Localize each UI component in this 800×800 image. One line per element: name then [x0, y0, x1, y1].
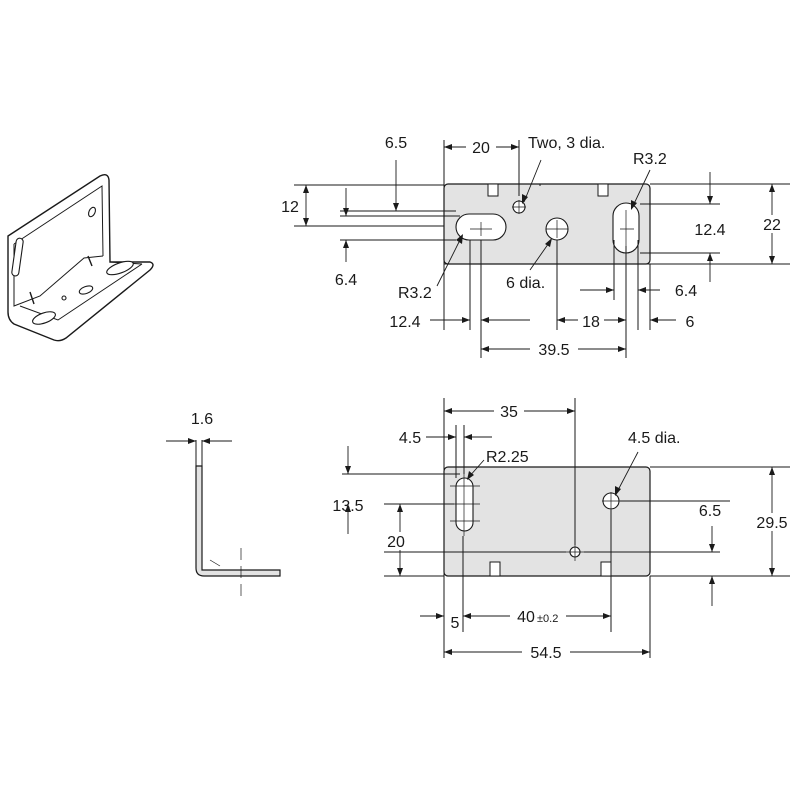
front-dim-13-5: 13.5	[332, 498, 363, 515]
top-dim-6-4-left: 6.4	[335, 272, 357, 289]
front-view: 35 4.5 R2.25 4.5 dia. 13.5 20 6.5	[332, 398, 792, 662]
front-dim-29-5: 29.5	[756, 515, 787, 532]
isometric-bracket-view	[7, 173, 154, 342]
top-dim-20: 20	[472, 140, 490, 157]
front-hole-4-5dia: 4.5 dia.	[628, 430, 680, 447]
top-radius-right: R3.2	[633, 151, 667, 168]
front-dim-6-5: 6.5	[699, 503, 721, 520]
front-dim-40: 40	[517, 609, 535, 626]
front-view-plate	[443, 466, 651, 577]
front-tolerance-40: ±0.2	[537, 613, 558, 625]
top-dim-39-5: 39.5	[538, 342, 569, 359]
top-dim-12: 12	[281, 199, 299, 216]
top-dim-22: 22	[763, 217, 781, 234]
front-dim-20: 20	[387, 534, 405, 551]
front-dim-4-5: 4.5	[399, 430, 421, 447]
top-dim-12-4-bottom: 12.4	[389, 314, 420, 331]
front-dim-54-5: 54.5	[530, 645, 561, 662]
top-dim-6: 6	[686, 314, 695, 331]
front-dim-35: 35	[500, 404, 518, 421]
top-dim-6-4-right: 6.4	[675, 283, 697, 300]
front-slot	[455, 477, 474, 532]
top-dim-18: 18	[582, 314, 600, 331]
top-dim-12-4-right: 12.4	[694, 222, 725, 239]
top-view: 20 Two, 3 dia. R3.2 6.5 12 6.4 R3.2 6 di…	[281, 135, 790, 359]
front-dim-5: 5	[451, 615, 460, 632]
top-hole-6dia: 6 dia.	[506, 275, 545, 292]
top-dim-6-5: 6.5	[385, 135, 407, 152]
top-holes-two-3dia: Two, 3 dia.	[528, 135, 605, 152]
top-radius-left: R3.2	[398, 285, 432, 302]
side-dim-thickness: 1.6	[191, 411, 213, 428]
front-radius-slot: R2.25	[486, 449, 529, 466]
side-view-profile	[195, 465, 281, 577]
side-view: 1.6	[166, 411, 281, 596]
